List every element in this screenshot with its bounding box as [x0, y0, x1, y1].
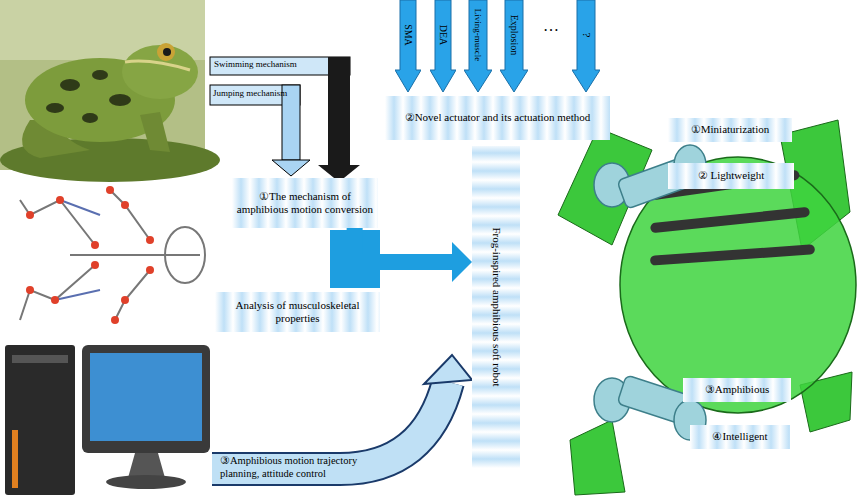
fore-limb	[110, 190, 150, 240]
node-text: ②Novel actuator and its actuation method	[405, 111, 591, 124]
node-text: ③Amphibious	[705, 383, 769, 396]
joint-dot	[56, 196, 64, 204]
muscle-line	[60, 200, 100, 215]
joint-dot	[146, 236, 154, 244]
band	[328, 57, 350, 167]
robot-stripe	[650, 244, 815, 265]
joint-dot	[26, 286, 34, 294]
arrow-head	[424, 355, 472, 384]
arrow-shape	[572, 0, 600, 92]
hind-limb	[20, 200, 95, 245]
robot-fin	[570, 420, 625, 495]
label-text: Swimming mechanism	[214, 59, 344, 70]
joint-dot	[91, 261, 99, 269]
frog-front-leg	[140, 112, 170, 152]
arrow-shaft	[355, 228, 452, 262]
node-text: Living-muscle	[473, 9, 484, 62]
actuator-arrow: SMA	[395, 0, 421, 92]
concept-box: ② Lightweight	[668, 163, 794, 189]
monitor-frame	[82, 345, 210, 453]
arrow-body	[464, 0, 492, 92]
arrow-body	[500, 0, 528, 92]
computer-picture	[5, 345, 210, 495]
joint-dot	[91, 241, 99, 249]
node-text: Analysis of musculoskeletal properties	[219, 299, 376, 325]
curved-band-arrow	[212, 355, 472, 469]
arrow-shape	[395, 0, 421, 92]
monitor-stand	[128, 453, 165, 478]
label-text: Jumping mechanism	[213, 88, 301, 99]
node-text: SMA	[402, 24, 414, 46]
muscle-line	[55, 290, 100, 300]
robot-model	[558, 120, 856, 495]
frog-eye	[157, 43, 175, 61]
concept-box: Analysis of musculoskeletal properties	[215, 292, 380, 332]
arrow-body	[430, 0, 456, 92]
frog-spot	[60, 79, 80, 91]
frog-stripe	[125, 61, 190, 70]
actuator-arrow: ?	[572, 0, 600, 92]
concept-box: ①The mechanism of amphibious motion conv…	[232, 178, 378, 228]
spine	[70, 254, 200, 256]
arrow-head	[272, 160, 310, 176]
actuator-arrow: Explosion	[500, 0, 528, 92]
arrow-body	[572, 0, 600, 92]
actuator-arrow: DEA	[430, 0, 456, 92]
joint-dot	[146, 266, 154, 274]
monitor-screen	[90, 353, 202, 441]
concept-box: ②Novel actuator and its actuation method	[385, 96, 610, 140]
joint-dot	[26, 211, 34, 219]
frog-pupil	[163, 48, 171, 56]
skull	[165, 227, 205, 283]
frog-spot	[92, 70, 108, 80]
frog-spot	[82, 113, 98, 123]
computer-tower	[5, 345, 75, 495]
frog-spot	[46, 103, 64, 113]
arrow-head	[452, 242, 472, 282]
concept-box: ①Miniaturization	[668, 118, 792, 142]
joint-dot	[121, 296, 129, 304]
frog-photo	[0, 0, 220, 182]
flow-arrow	[355, 228, 472, 282]
label-text: …	[543, 16, 567, 35]
tower-stripe	[12, 430, 18, 488]
node-text: DEA	[437, 25, 449, 46]
node-text: ?	[579, 33, 592, 38]
node-text: ④Intelligent	[712, 430, 767, 443]
swimming-band-arrow	[210, 57, 360, 182]
photo-sky	[0, 0, 205, 60]
robot-box: Frog-inspired amphibious soft robot	[472, 146, 520, 468]
drive-slot	[12, 355, 68, 363]
joint-dot	[111, 316, 119, 324]
label-text: ③Amphibious motion trajectory planning, …	[220, 455, 370, 480]
hind-limb	[20, 265, 95, 320]
robot-stripe	[650, 207, 810, 234]
joint-dot	[51, 296, 59, 304]
arrow-shape	[430, 0, 456, 92]
monitor-base	[106, 475, 186, 489]
skeleton-drawing	[20, 186, 205, 324]
node-text: ①Miniaturization	[691, 123, 769, 136]
joint-dot	[106, 186, 114, 194]
node-text: Frog-inspired amphibious soft robot	[489, 227, 502, 386]
node-text: Explosion	[508, 15, 520, 56]
joint-dot	[121, 201, 129, 209]
concept-box: ④Intelligent	[690, 425, 790, 449]
node-text: ② Lightweight	[698, 169, 765, 182]
fore-limb	[115, 270, 150, 320]
arrow-body	[395, 0, 421, 92]
frog-spot	[109, 94, 131, 106]
jumping-band-arrow	[210, 85, 310, 176]
actuator-arrow: Living-muscle	[464, 0, 492, 92]
node-text: ①The mechanism of amphibious motion conv…	[236, 190, 374, 216]
concept-box: ③Amphibious	[683, 378, 791, 402]
